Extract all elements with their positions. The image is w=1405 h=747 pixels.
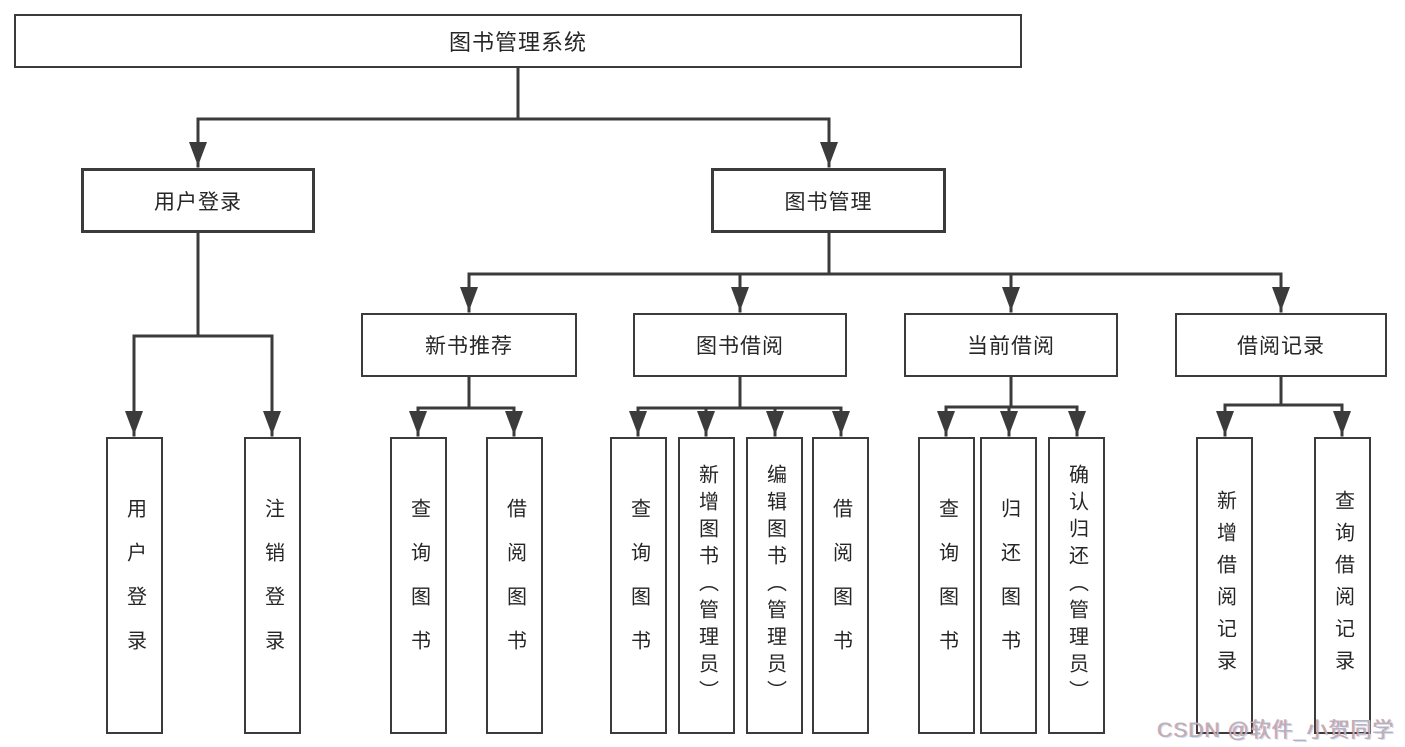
- node-label: 用户登录: [154, 190, 242, 214]
- leaf-label: 编辑图书（管理员）: [763, 464, 786, 707]
- node-book-borrow: 图书借阅: [633, 313, 847, 377]
- leaf-label: 查询图书: [627, 497, 650, 674]
- leaf-logout: 注销登录: [244, 437, 301, 734]
- leaf-return-books: 归还图书: [980, 437, 1037, 734]
- leaf-label: 新增借阅记录: [1213, 489, 1236, 682]
- node-new-book-recommend: 新书推荐: [361, 313, 577, 377]
- node-label: 当前借阅: [967, 335, 1055, 358]
- node-borrow-record: 借阅记录: [1175, 313, 1387, 377]
- leaf-query-books-borrow: 查询图书: [610, 437, 667, 734]
- node-system-root: 图书管理系统: [14, 14, 1022, 68]
- node-label: 图书管理: [784, 190, 873, 214]
- leaf-query-books-current: 查询图书: [918, 437, 975, 734]
- leaf-query-books-recommend: 查询图书: [390, 437, 447, 734]
- node-label: 新书推荐: [425, 335, 513, 358]
- node-book-management: 图书管理: [711, 168, 946, 233]
- node-current-borrow: 当前借阅: [904, 313, 1118, 377]
- leaf-borrow-books: 借阅图书: [812, 437, 869, 734]
- leaf-label: 新增图书（管理员）: [695, 464, 718, 707]
- leaf-add-books-admin: 新增图书（管理员）: [678, 437, 735, 734]
- leaf-label: 确认归还（管理员）: [1065, 464, 1088, 707]
- node-user-login: 用户登录: [81, 168, 315, 233]
- leaf-label: 借阅图书: [503, 497, 526, 674]
- leaf-label: 归还图书: [997, 497, 1020, 674]
- leaf-label: 借阅图书: [829, 497, 852, 674]
- leaf-add-borrow-record: 新增借阅记录: [1196, 437, 1253, 734]
- leaf-borrow-books-recommend: 借阅图书: [486, 437, 543, 734]
- leaf-user-login: 用户登录: [106, 437, 163, 734]
- leaf-label: 注销登录: [261, 497, 284, 674]
- leaf-edit-books-admin: 编辑图书（管理员）: [746, 437, 803, 734]
- leaf-label: 用户登录: [123, 497, 146, 674]
- leaf-label: 查询图书: [407, 497, 430, 674]
- node-label: 图书管理系统: [448, 30, 587, 55]
- node-label: 图书借阅: [696, 335, 784, 358]
- csdn-watermark: CSDN @软件_小贺同学: [1157, 719, 1395, 742]
- leaf-label: 查询借阅记录: [1331, 489, 1354, 682]
- node-label: 借阅记录: [1237, 335, 1325, 358]
- leaf-confirm-return-admin: 确认归还（管理员）: [1048, 437, 1105, 734]
- leaf-query-borrow-record: 查询借阅记录: [1314, 437, 1371, 734]
- leaf-label: 查询图书: [935, 497, 958, 674]
